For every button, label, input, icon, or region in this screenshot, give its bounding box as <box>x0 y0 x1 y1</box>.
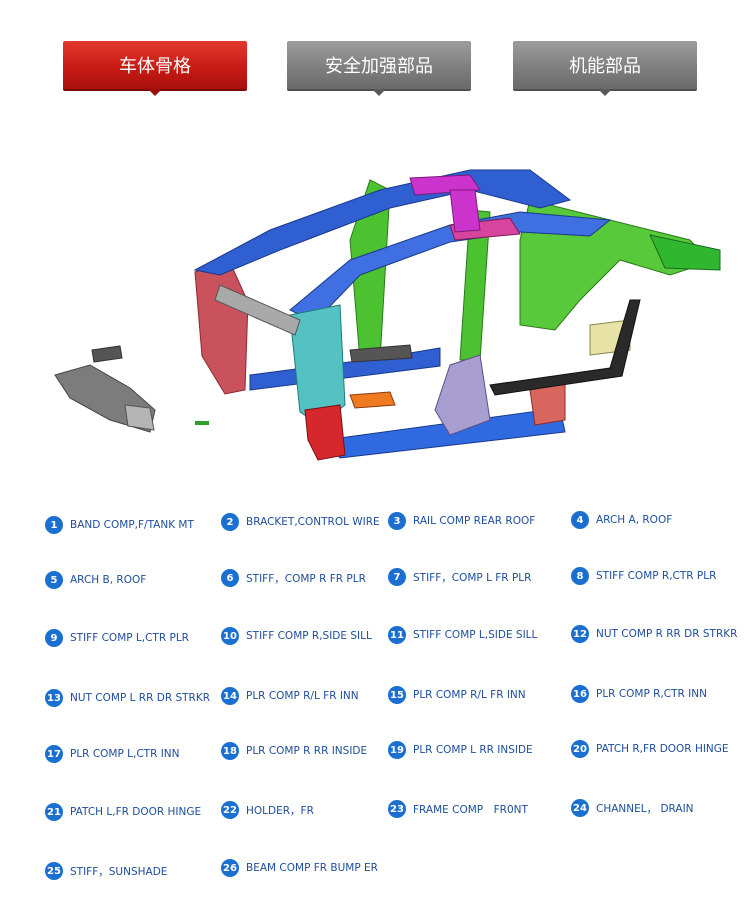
part-name: NUT COMP L RR DR STRKR <box>70 692 211 704</box>
part-number-badge: 2 <box>221 513 239 531</box>
part-number-badge: 18 <box>221 742 239 760</box>
tab-label: 车体骨格 <box>119 56 191 77</box>
part-number-badge: 25 <box>45 862 63 880</box>
part-item: 16 PLR COMP R,CTR INN <box>571 685 707 703</box>
part-number-badge: 9 <box>45 629 63 647</box>
part-name: ARCH B, ROOF <box>70 574 147 586</box>
part-item: 20 PATCH R,FR DOOR HINGE <box>571 740 729 758</box>
part-number-badge: 7 <box>388 568 406 586</box>
part-number-badge: 21 <box>45 803 63 821</box>
part-name: ARCH A, ROOF <box>596 514 673 526</box>
part-item: 4 ARCH A, ROOF <box>571 511 672 529</box>
front-bumper-beam <box>54 345 209 433</box>
part-number-badge: 16 <box>571 685 589 703</box>
part-name: CHANNEL， DRAIN <box>596 802 694 815</box>
part-item: 18 PLR COMP R RR INSIDE <box>221 742 367 760</box>
part-item: 22 HOLDER，FR <box>221 801 314 819</box>
part-name: PATCH R,FR DOOR HINGE <box>596 743 729 755</box>
part-number-badge: 10 <box>221 627 239 645</box>
part-number-badge: 3 <box>388 512 406 530</box>
tab-pointer-icon <box>148 89 162 96</box>
part-name: STIFF，SUNSHADE <box>70 865 168 878</box>
part-number-badge: 5 <box>45 571 63 589</box>
part-name: STIFF COMP R,SIDE SILL <box>246 630 372 642</box>
part-name: PATCH L,FR DOOR HINGE <box>70 806 202 818</box>
part-item: 25 STIFF，SUNSHADE <box>45 862 167 880</box>
part-name: STIFF COMP L,CTR PLR <box>70 632 189 644</box>
part-number-badge: 6 <box>221 569 239 587</box>
drain-channel <box>489 299 641 396</box>
part-number-badge: 26 <box>221 859 239 877</box>
part-name: BEAM COMP FR BUMP ER <box>246 862 378 874</box>
part-name: STIFF COMP R,CTR PLR <box>596 570 717 582</box>
part-item: 2 BRACKET,CONTROL WIRE <box>221 513 380 531</box>
part-item: 7 STIFF，COMP L FR PLR <box>388 568 531 586</box>
center-pillar-inner <box>434 354 491 436</box>
part-number-badge: 12 <box>571 625 589 643</box>
part-number-badge: 22 <box>221 801 239 819</box>
part-item: 23 FRAME COMP FR0NT <box>388 800 528 818</box>
part-item: 15 PLR COMP R/L FR INN <box>388 686 526 704</box>
part-item: 24 CHANNEL， DRAIN <box>571 799 694 817</box>
part-name: PLR COMP R/L FR INN <box>413 689 526 701</box>
car-body-frame-illustration <box>54 169 721 461</box>
part-item: 13 NUT COMP L RR DR STRKR <box>45 689 210 707</box>
part-name: PLR COMP R,CTR INN <box>596 688 707 700</box>
part-item: 12 NUT COMP R RR DR STRKR <box>571 625 737 643</box>
part-number-badge: 14 <box>221 687 239 705</box>
part-number-badge: 23 <box>388 800 406 818</box>
part-name: RAIL COMP REAR ROOF <box>413 515 536 527</box>
front-wheel-arch-left <box>194 257 249 395</box>
cross-car-beam <box>214 284 413 363</box>
tab-safety-reinforcement[interactable]: 安全加强部品 <box>287 41 471 96</box>
part-name: PLR COMP L RR INSIDE <box>413 744 533 756</box>
part-item: 3 RAIL COMP REAR ROOF <box>388 512 535 530</box>
part-number-badge: 4 <box>571 511 589 529</box>
part-name: PLR COMP R RR INSIDE <box>246 745 368 757</box>
part-number-badge: 19 <box>388 741 406 759</box>
part-number-badge: 8 <box>571 567 589 585</box>
part-name: FRAME COMP FR0NT <box>413 803 528 816</box>
part-item: 11 STIFF COMP L,SIDE SILL <box>388 626 537 644</box>
part-name: PLR COMP R/L FR INN <box>246 690 359 702</box>
part-number-badge: 11 <box>388 626 406 644</box>
part-item: 26 BEAM COMP FR BUMP ER <box>221 859 378 877</box>
part-name: STIFF，COMP R FR PLR <box>246 572 366 585</box>
part-name: PLR COMP L,CTR INN <box>70 748 180 760</box>
part-item: 1 BAND COMP,F/TANK MT <box>45 516 194 534</box>
holder-orange <box>349 391 396 409</box>
part-name: STIFF，COMP L FR PLR <box>413 571 532 584</box>
part-number-badge: 20 <box>571 740 589 758</box>
part-item: 6 STIFF，COMP R FR PLR <box>221 569 366 587</box>
part-item: 8 STIFF COMP R,CTR PLR <box>571 567 716 585</box>
tab-label: 安全加强部品 <box>325 56 433 77</box>
part-name: BAND COMP,F/TANK MT <box>70 519 194 531</box>
part-item: 21 PATCH L,FR DOOR HINGE <box>45 803 201 821</box>
part-name: NUT COMP R RR DR STRKR <box>596 628 738 640</box>
part-number-badge: 24 <box>571 799 589 817</box>
front-pillar-lower-red <box>304 404 346 461</box>
part-item: 19 PLR COMP L RR INSIDE <box>388 741 533 759</box>
part-number-badge: 13 <box>45 689 63 707</box>
part-item: 10 STIFF COMP R,SIDE SILL <box>221 627 372 645</box>
part-item: 17 PLR COMP L,CTR INN <box>45 745 180 763</box>
part-number-badge: 1 <box>45 516 63 534</box>
tab-pointer-icon <box>372 89 386 96</box>
roof-cross-member-magenta <box>409 174 521 241</box>
part-number-badge: 17 <box>45 745 63 763</box>
part-item: 14 PLR COMP R/L FR INN <box>221 687 359 705</box>
tab-functional-parts[interactable]: 机能部品 <box>513 41 697 96</box>
tab-label: 机能部品 <box>569 56 641 77</box>
part-name: HOLDER，FR <box>246 804 314 817</box>
part-item: 5 ARCH B, ROOF <box>45 571 146 589</box>
part-item: 9 STIFF COMP L,CTR PLR <box>45 629 189 647</box>
part-number-badge: 15 <box>388 686 406 704</box>
tab-body-frame[interactable]: 车体骨格 <box>63 41 247 96</box>
part-name: BRACKET,CONTROL WIRE <box>246 516 380 528</box>
tab-pointer-icon <box>598 89 612 96</box>
part-name: STIFF COMP L,SIDE SILL <box>413 629 538 641</box>
